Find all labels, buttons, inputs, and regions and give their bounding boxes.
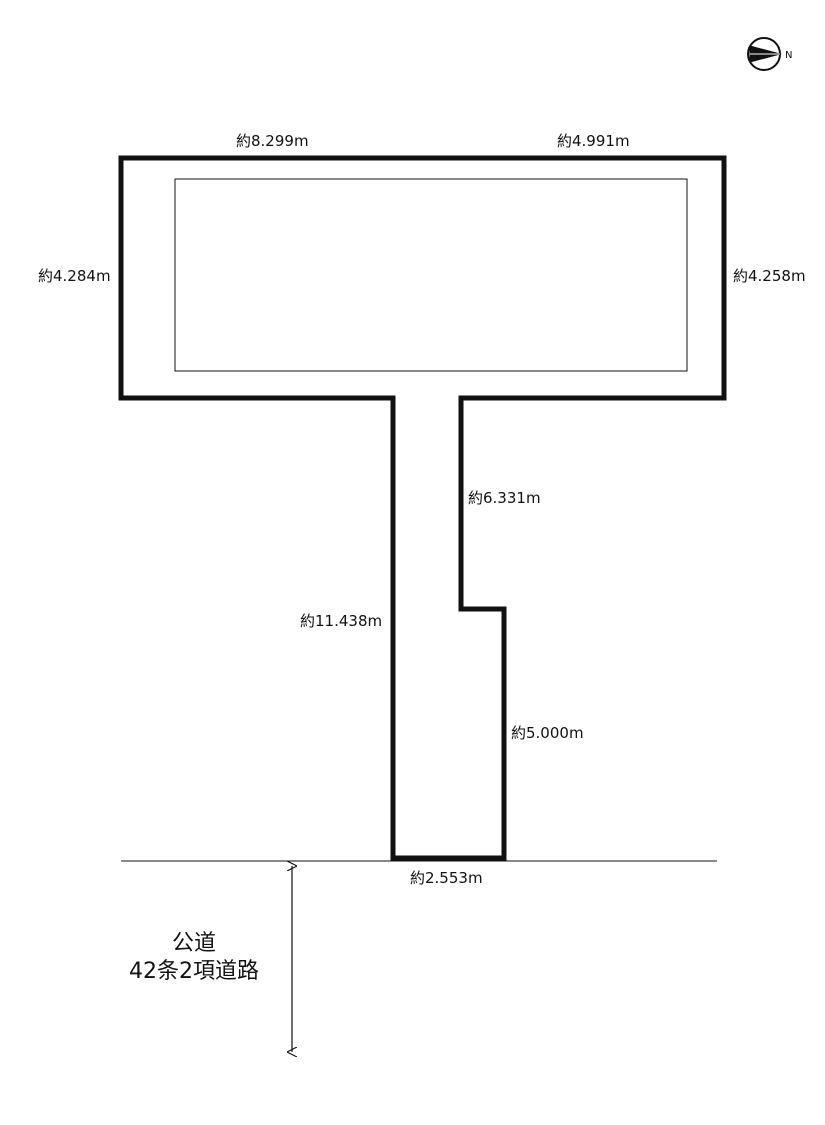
dim-stem-right-lower: 約5.000m <box>511 724 584 742</box>
building-footprint <box>174 178 688 372</box>
dim-left: 約4.284m <box>38 267 111 285</box>
dim-top-right: 約4.991m <box>557 132 630 150</box>
dim-top-left: 約8.299m <box>236 132 309 150</box>
lot-boundary <box>118 155 727 861</box>
north-arrow-icon: N <box>747 37 792 71</box>
road-label-line2: 42条2項道路 <box>129 959 259 984</box>
north-label: N <box>785 50 792 61</box>
dim-stem-left: 約11.438m <box>300 612 382 630</box>
road-label-line1: 公道 <box>172 931 216 956</box>
dim-right: 約4.258m <box>733 267 806 285</box>
dim-frontage: 約2.553m <box>410 869 483 887</box>
dim-stem-right-upper: 約6.331m <box>468 489 541 507</box>
